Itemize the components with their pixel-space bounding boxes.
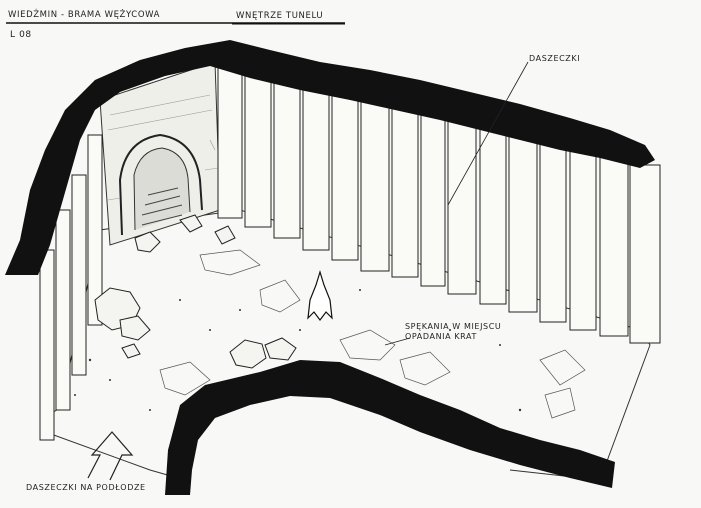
ceiling-shadow xyxy=(5,40,655,275)
floor-blocks-annotation: DASZECZKI NA PODŁODZE xyxy=(26,483,146,492)
ceiling-note-leader xyxy=(447,61,529,206)
section-title: WNĘTRZE TUNELU xyxy=(236,11,324,21)
right-wall-pillars xyxy=(217,67,661,344)
crack-note-leader xyxy=(384,337,411,346)
drawing-title: WIEDŹMIN - BRAMA WĘŻYCOWA xyxy=(8,10,161,20)
sheet-code: L 08 xyxy=(10,30,32,40)
floor-note-arrow xyxy=(87,431,134,481)
left-wall-pillars xyxy=(39,134,103,441)
back-wall-bricks xyxy=(107,94,219,201)
floor-gravel xyxy=(74,289,522,412)
floor-front-shadow xyxy=(165,360,615,495)
floor-cracks xyxy=(159,249,586,419)
ceiling-blocks-annotation: DASZECZKI xyxy=(529,54,581,63)
arch-steps xyxy=(141,187,183,226)
scale-figure xyxy=(307,269,333,321)
floor-front-edge xyxy=(39,429,186,481)
cracks-annotation: SPĘKANIA W MIEJSCU OPADANIA KRAT xyxy=(405,322,502,341)
rubble-rocks xyxy=(94,214,297,369)
doorway-inner xyxy=(133,147,191,231)
arched-doorway xyxy=(118,133,203,236)
